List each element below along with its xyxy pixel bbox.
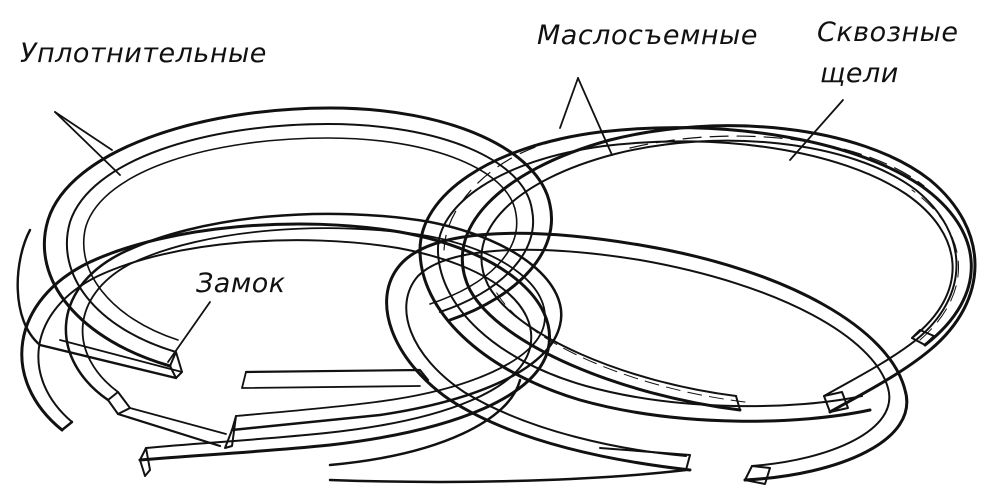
oil-ring-bottom	[385, 231, 909, 485]
ring-gap-label: Замок	[196, 268, 286, 299]
through-slots-label-line2: щели	[820, 58, 899, 89]
leader-lines	[54, 77, 844, 363]
compression-rings-label: Уплотнительные	[20, 38, 267, 69]
through-slots-label-line1: Сквозные	[817, 17, 959, 48]
compression-ring-bottom	[20, 222, 691, 484]
oil-rings-label: Маслосъемные	[537, 20, 758, 51]
compression-ring-top	[16, 106, 553, 389]
compression-ring-middle	[64, 212, 563, 449]
oil-ring-top	[418, 126, 973, 423]
